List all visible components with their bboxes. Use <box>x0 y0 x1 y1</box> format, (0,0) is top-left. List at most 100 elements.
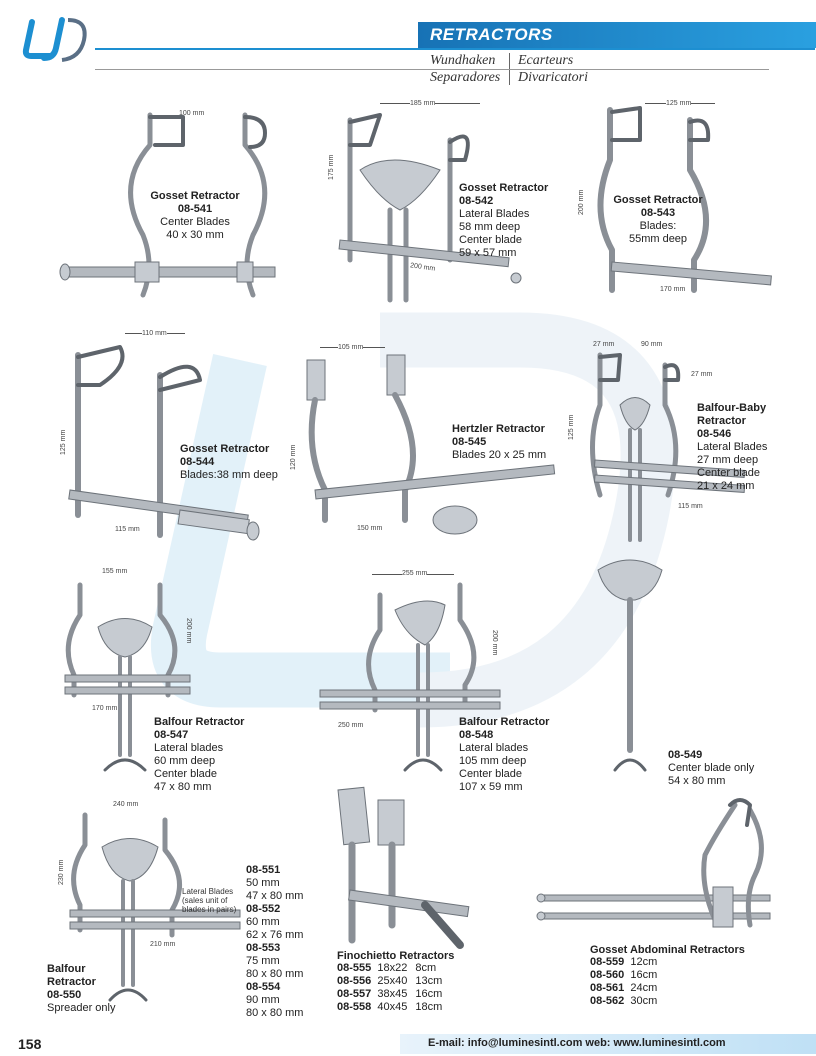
finochietto-code: 08-555 <box>337 962 372 974</box>
translation-de: Wundhaken <box>430 53 496 68</box>
balfour-retractor-550-image <box>69 812 241 1002</box>
finochietto-section: Finochietto Retractors <box>337 950 454 963</box>
contact-info: E-mail: info@luminesintl.com web: www.lu… <box>428 1037 726 1049</box>
dim-547-height: 200 mm <box>185 618 192 644</box>
dim-544-bar: 115 mm <box>115 526 140 533</box>
product-549-code: 08-549 <box>668 749 703 761</box>
dim-543-bar: 170 mm <box>660 286 686 293</box>
gosset-retractor-543-image <box>597 106 772 293</box>
finochietto-size: 38x45 <box>377 988 408 1000</box>
dim-542-height: 175 mm <box>328 154 335 180</box>
variant-554-line-2: 80 x 80 mm <box>246 1007 304 1019</box>
product-547-detail-3: Center blade <box>154 768 217 780</box>
product-541-code: 08-541 <box>177 203 213 215</box>
product-546-code: 08-546 <box>697 428 732 440</box>
p550-note: Lateral Blades (sales unit of blades in … <box>182 887 237 914</box>
product-550-label: Balfour Retractor 08-550 Spreader only <box>47 963 116 1015</box>
dim-541-width: 100 mm <box>179 110 205 117</box>
table-row: 08-559 12cm <box>590 956 657 969</box>
dim-545-height: 120 mm <box>290 444 297 470</box>
product-546-name: Balfour-Baby Retractor <box>697 402 767 427</box>
product-548-detail-2: 105 mm deep <box>459 755 527 767</box>
dim-550-height: 230 mm <box>58 859 65 885</box>
gosset-retractor-542-image <box>338 113 522 303</box>
finochietto-len: 18cm <box>415 1001 443 1013</box>
abdominal-len: 16cm <box>630 969 658 981</box>
product-541-label: Gosset Retractor 08-541 Center Blades 40… <box>150 190 240 242</box>
abdominal-code: 08-562 <box>590 995 625 1007</box>
product-542-name: Gosset Retractor <box>459 182 549 194</box>
finochietto-code: 08-556 <box>337 975 372 987</box>
variant-552-code: 08-552 <box>246 903 281 915</box>
abdominal-len: 30cm <box>630 995 658 1007</box>
product-543-label: Gosset Retractor 08-543 Blades: 55mm dee… <box>612 194 704 246</box>
product-542-detail-2: 58 mm deep <box>459 221 521 233</box>
dim-545-bar: 150 mm <box>357 525 383 532</box>
product-542-detail-4: 59 x 57 mm <box>459 247 517 259</box>
product-546-detail-3: Center blade <box>697 467 760 479</box>
product-543-code: 08-543 <box>640 207 676 219</box>
translation-it: Divaricatori <box>518 70 588 85</box>
dim-544-width: 110 mm <box>142 330 167 337</box>
product-549-detail-2: 54 x 80 mm <box>668 775 726 787</box>
dim-545-width: 105 mm <box>338 344 364 351</box>
header-rule <box>95 48 815 50</box>
translation-fr: Ecarteurs <box>518 53 574 68</box>
variant-552-line-2: 62 x 76 mm <box>246 929 304 941</box>
product-548-detail-3: Center blade <box>459 768 522 780</box>
product-549-detail-1: Center blade only <box>668 762 755 774</box>
product-547-detail-1: Lateral blades <box>154 742 224 754</box>
product-543-detail-1: Blades: <box>639 220 677 232</box>
product-547-name: Balfour Retractor <box>154 716 245 728</box>
table-row: 08-555 18x22 8cm <box>337 962 442 975</box>
finochietto-len: 8cm <box>415 962 437 974</box>
dim-550-width: 240 mm <box>113 801 139 808</box>
footer-bar <box>400 1034 816 1054</box>
abdominal-code: 08-561 <box>590 982 625 994</box>
table-row: 08-561 24cm <box>590 982 657 995</box>
blade-variants-list: 08-551 50 mm 47 x 80 mm 08-552 60 mm 62 … <box>246 864 303 1020</box>
product-543-name: Gosset Retractor <box>613 194 703 206</box>
variant-551-line-2: 47 x 80 mm <box>246 890 304 902</box>
gosset-retractor-544-image <box>68 345 260 541</box>
translation-es: Separadores <box>430 70 501 85</box>
finochietto-size: 18x22 <box>377 962 408 974</box>
product-545-code: 08-545 <box>452 436 487 448</box>
gosset-abdominal-retractor-image <box>536 798 771 928</box>
product-546-detail-4: 21 x 24 mm <box>697 480 755 492</box>
product-544-label: Gosset Retractor 08-544 Blades:38 mm dee… <box>180 443 278 482</box>
product-544-code: 08-544 <box>180 456 215 468</box>
product-548-detail-4: 107 x 59 mm <box>459 781 523 793</box>
product-549-label: 08-549 Center blade only 54 x 80 mm <box>668 749 754 788</box>
product-541-detail-2: 40 x 30 mm <box>166 229 224 241</box>
product-542-label: Gosset Retractor 08-542 Lateral Blades 5… <box>459 182 548 260</box>
page-number: 158 <box>18 1036 42 1052</box>
dim-543-width: 125 mm <box>666 100 692 107</box>
variant-554-line-1: 90 mm <box>246 994 280 1006</box>
page-title: RETRACTORS <box>430 25 553 44</box>
gosset-retractor-541-image <box>59 112 276 298</box>
abdominal-title: Gosset Abdominal Retractors <box>590 944 745 956</box>
dim-550-bar: 210 mm <box>150 941 176 948</box>
variant-553-code: 08-553 <box>246 942 281 954</box>
product-542-detail-3: Center blade <box>459 234 522 246</box>
finochietto-size: 25x40 <box>377 975 408 987</box>
hertzler-retractor-545-image <box>306 354 556 535</box>
finochietto-code: 08-557 <box>337 988 372 1000</box>
dim-548-bar: 250 mm <box>338 722 364 729</box>
dim-546-width: 90 mm <box>641 341 663 348</box>
dim-548-height: 200 mm <box>491 630 498 656</box>
dim-546-bar: 115 mm <box>678 503 703 510</box>
dim-542-width: 185 mm <box>410 100 436 107</box>
finochietto-code: 08-558 <box>337 1001 372 1013</box>
finochietto-retractor-image <box>337 786 470 949</box>
balfour-retractor-548-image <box>319 582 501 772</box>
variant-553-line-1: 75 mm <box>246 955 280 967</box>
product-550-name: Balfour Retractor <box>47 963 96 988</box>
abdominal-code: 08-560 <box>590 969 625 981</box>
product-548-detail-1: Lateral blades <box>459 742 529 754</box>
dim-544-height: 125 mm <box>60 429 67 455</box>
